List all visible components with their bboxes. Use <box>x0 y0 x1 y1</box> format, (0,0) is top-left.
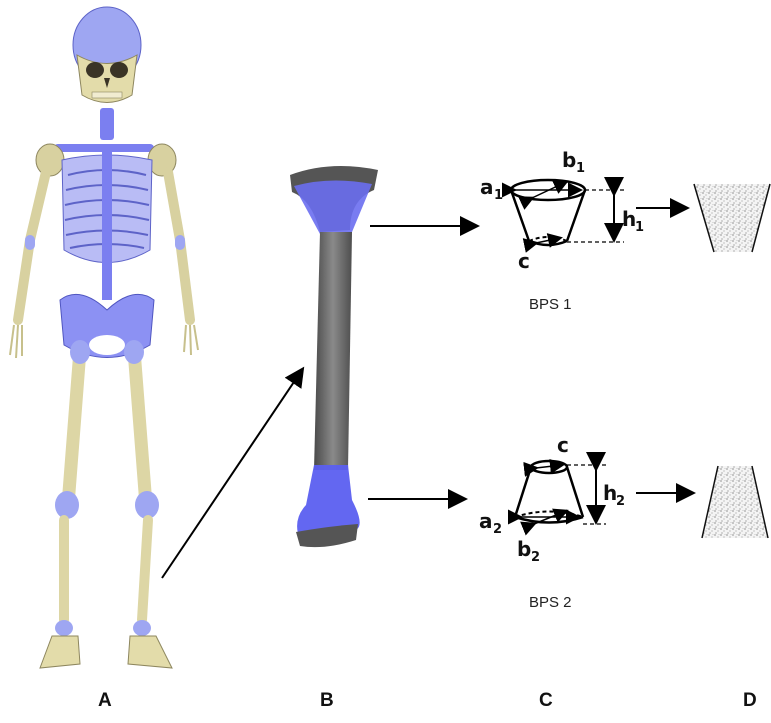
bps2-label-c: c <box>557 433 569 457</box>
bps1-label-h-sub: 1 <box>635 220 644 235</box>
bps2-label-a-sub: 2 <box>493 522 502 537</box>
bps2-label-a: a <box>479 509 493 533</box>
bps1-cone-diagram: a 1 b 1 c h 1 <box>480 148 644 273</box>
panel-label-a: A <box>98 690 112 712</box>
panel-label-c: C <box>539 690 553 712</box>
bps2-caption: BPS 2 <box>529 594 572 611</box>
bps2-cone-diagram: c h 2 a 2 b 2 <box>479 433 625 565</box>
panel-label-d: D <box>743 690 757 712</box>
bps1-caption: BPS 1 <box>529 296 572 313</box>
bps1-label-a-sub: 1 <box>494 188 503 203</box>
bps2-label-h-sub: 2 <box>616 494 625 509</box>
bps1-label-b-sub: 1 <box>576 161 585 176</box>
panel-label-b: B <box>320 690 334 712</box>
bps1-label-c: c <box>518 249 530 273</box>
bps1-specimen <box>694 184 770 252</box>
bps1-label-a: a <box>480 175 494 199</box>
bps1-label-b: b <box>562 148 576 172</box>
bps2-label-b: b <box>517 537 531 561</box>
skeleton-illustration <box>10 7 198 668</box>
connector-arrows <box>162 208 692 578</box>
long-bone-illustration <box>290 166 378 547</box>
bps2-specimen <box>702 466 768 538</box>
bps2-label-b-sub: 2 <box>531 550 540 565</box>
